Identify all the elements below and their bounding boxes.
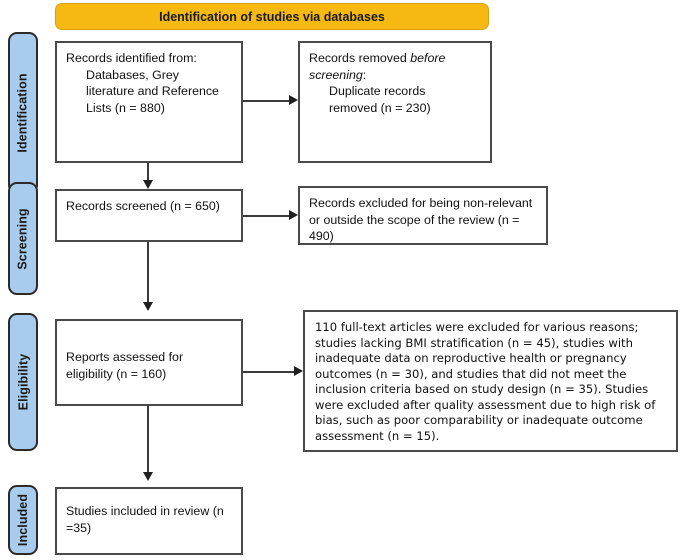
records-identified-line1: Records identified from: (66, 51, 197, 65)
records-removed-lead-italic: before screening (309, 51, 446, 82)
connector-assessed-to-excluded (243, 371, 295, 373)
phase-tab-eligibility-label: Eligibility (16, 353, 31, 411)
records-removed-detail2: removed (n = 230) (329, 100, 431, 115)
connector-screened-to-assessed (147, 242, 149, 304)
phase-tab-identification: Identification (8, 32, 38, 194)
box-records-identified: Records identified from: Databases, Grey… (55, 41, 243, 163)
reports-excluded-text: 110 full-text articles were excluded for… (315, 320, 656, 443)
records-removed-lead: Records removed (309, 51, 411, 65)
reports-assessed-text: Reports assessed for eligibility (n = 16… (66, 350, 184, 381)
diagram-title-banner: Identification of studies via databases (55, 3, 489, 30)
records-excluded-text: Records excluded for being non-relevant … (309, 196, 533, 244)
connector-assessed-to-included (147, 406, 149, 474)
phase-tab-included-label: Included (16, 493, 31, 547)
arrow-identified-to-removed (289, 95, 298, 105)
phase-tab-screening-label: Screening (16, 207, 30, 270)
arrow-screened-to-assessed (143, 302, 153, 311)
studies-included-text: Studies included in review (n =35) (66, 504, 224, 535)
box-reports-excluded: 110 full-text articles were excluded for… (303, 310, 678, 452)
records-identified-line3: literature and Reference (86, 84, 219, 99)
box-reports-assessed: Reports assessed for eligibility (n = 16… (55, 319, 243, 406)
phase-tab-included: Included (8, 485, 38, 555)
box-records-excluded: Records excluded for being non-relevant … (298, 186, 548, 245)
records-screened-text: Records screened (n = 650) (66, 199, 220, 213)
records-identified-line2: Databases, Grey (86, 67, 179, 82)
connector-identified-to-screened (147, 163, 149, 182)
arrow-identified-to-screened (143, 180, 153, 189)
phase-tab-identification-label: Identification (16, 73, 30, 153)
arrow-assessed-to-excluded (294, 366, 303, 376)
box-records-removed: Records removed before screening: Duplic… (298, 41, 492, 163)
arrow-assessed-to-included (143, 472, 153, 481)
phase-tab-screening: Screening (8, 182, 38, 295)
records-removed-detail1: Duplicate records (329, 84, 426, 99)
connector-screened-to-excluded (243, 215, 290, 217)
records-identified-line4: Lists (n = 880) (86, 100, 165, 115)
box-studies-included: Studies included in review (n =35) (55, 487, 243, 555)
box-records-screened: Records screened (n = 650) (55, 189, 243, 242)
phase-tab-eligibility: Eligibility (8, 313, 38, 451)
connector-identified-to-removed (243, 100, 290, 102)
records-removed-lead-end: : (362, 67, 367, 82)
arrow-screened-to-excluded (289, 210, 298, 220)
diagram-title: Identification of studies via databases (159, 9, 385, 24)
